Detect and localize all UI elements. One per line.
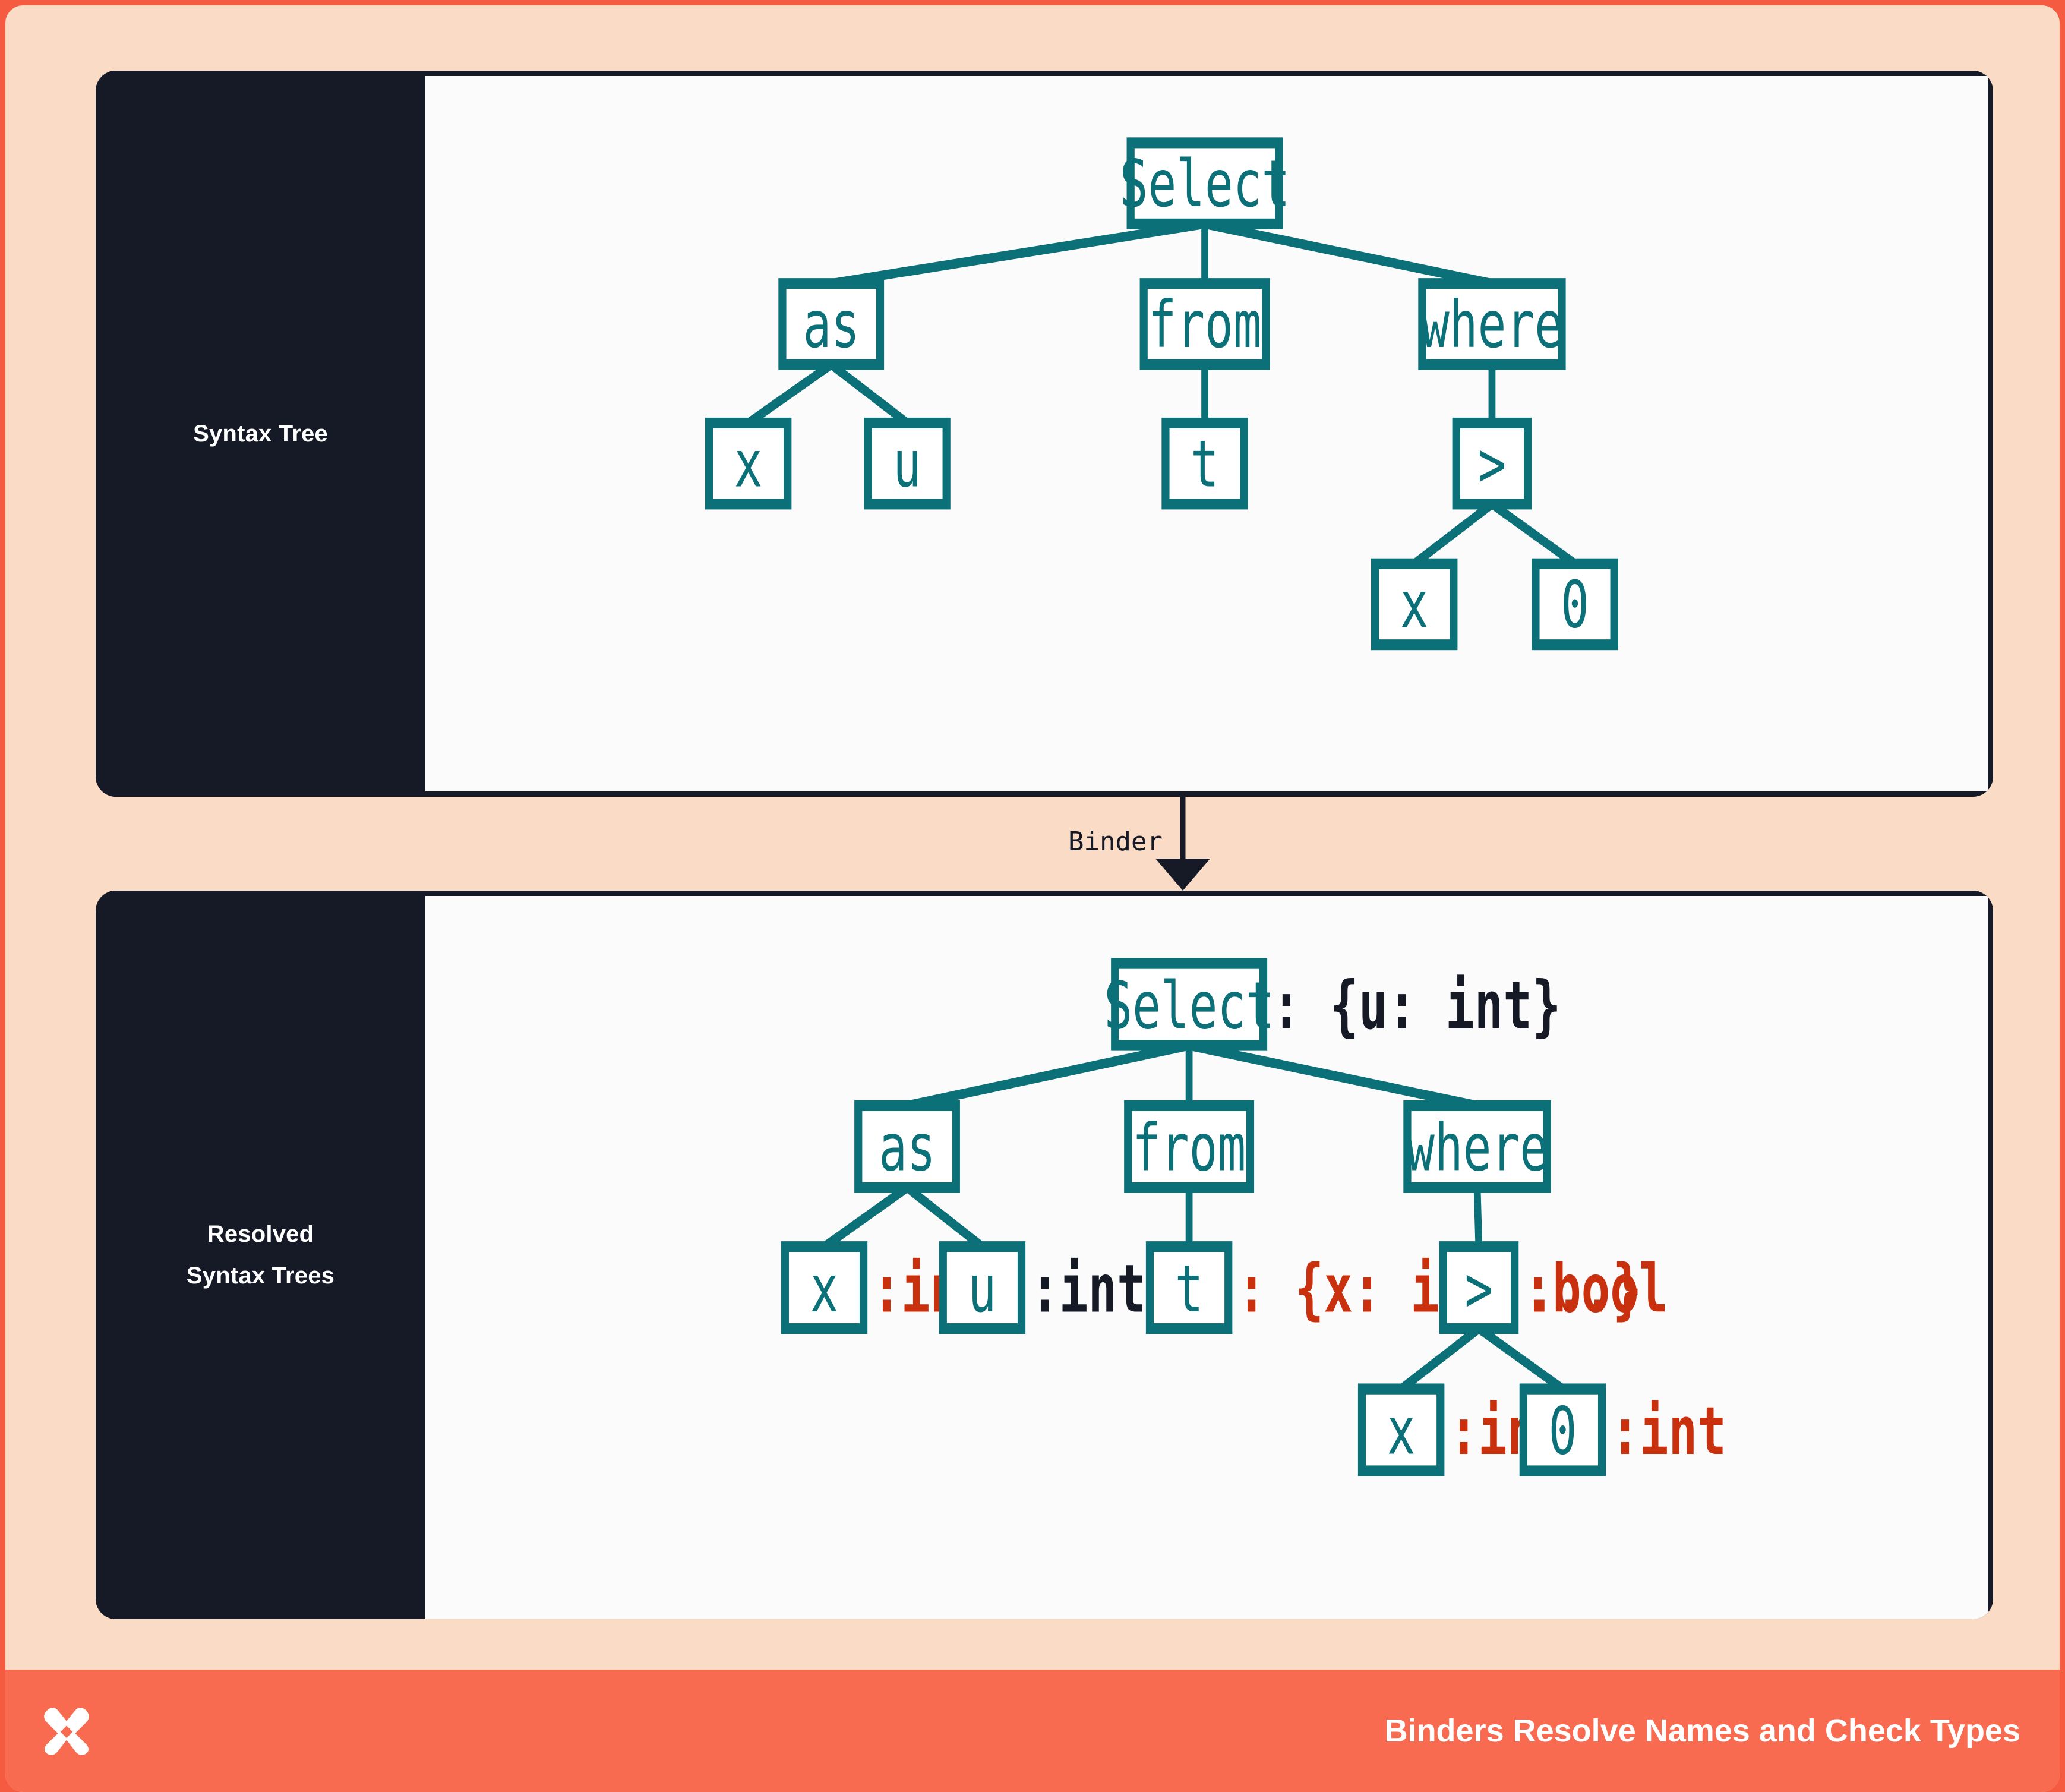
tree-node-label: x xyxy=(1400,568,1429,643)
tree-node-label: from xyxy=(1132,1110,1246,1186)
tree-node-label: where xyxy=(1406,1110,1548,1186)
footer-bar: Binders Resolve Names and Check Types xyxy=(5,1670,2060,1792)
tree-edge xyxy=(1473,1187,1483,1247)
tree-node-gt-0[interactable]: 0 xyxy=(1519,1383,1606,1476)
syntax-tree-graph: Select as from where x u t > x 0 xyxy=(705,137,1618,651)
panel-syntax-tree-label: Syntax Tree xyxy=(96,71,425,797)
page-surface: Syntax Tree Select as from where x u t > x 0 Bind… xyxy=(5,5,2060,1792)
tree-node-as-u[interactable]: u xyxy=(864,417,951,510)
tree-node-where[interactable]: where xyxy=(1418,278,1566,370)
binder-connector: Binder xyxy=(96,797,1993,891)
tree-node-type-annotation: :int xyxy=(1611,1393,1726,1469)
syntax-tree-title: Syntax Tree xyxy=(193,421,328,447)
tree-node-where[interactable]: where xyxy=(1403,1100,1551,1193)
tree-node-gt-x[interactable]: x xyxy=(1357,1383,1445,1476)
tree-edge xyxy=(907,1040,1190,1110)
syntax-tree-canvas: Select as from where x u t > x 0 xyxy=(425,76,1988,791)
tree-node-label: 0 xyxy=(1549,1393,1577,1469)
tree-edge xyxy=(746,360,833,428)
tree-node-select[interactable]: Select xyxy=(1104,958,1274,1051)
tree-node-as[interactable]: as xyxy=(778,278,885,370)
tree-edge xyxy=(1490,500,1577,568)
tree-node-label: where xyxy=(1421,288,1563,363)
tree-node-type-annotation: : {u: int} xyxy=(1272,967,1561,1044)
tree-edge xyxy=(822,1183,909,1251)
tree-edge xyxy=(1204,219,1493,289)
tree-node-label: 0 xyxy=(1561,568,1589,643)
tree-node-from-t[interactable]: t xyxy=(1161,417,1248,510)
tree-node-label: Select xyxy=(1104,967,1274,1043)
tree-edge xyxy=(831,219,1205,289)
panel-syntax-tree: Syntax Tree Select as from where x u t > x 0 xyxy=(96,71,1993,797)
tree-edge xyxy=(1188,1040,1478,1110)
tree-edge xyxy=(829,360,909,427)
tree-edge xyxy=(1477,1324,1565,1393)
tree-node-from-t[interactable]: t xyxy=(1145,1241,1233,1334)
tree-edge xyxy=(1399,1324,1481,1393)
tree-node-label: x xyxy=(810,1251,839,1327)
tree-node-label: u xyxy=(893,427,921,502)
tree-node-from[interactable]: from xyxy=(1124,1100,1255,1193)
footer-caption: Binders Resolve Names and Check Types xyxy=(1384,1713,2020,1749)
tree-node-gt-0[interactable]: 0 xyxy=(1532,558,1618,651)
tree-node-label: x xyxy=(734,427,763,502)
tree-node-from[interactable]: from xyxy=(1139,278,1270,370)
tree-node-select[interactable]: Select xyxy=(1120,137,1290,229)
tree-node-label: as xyxy=(803,288,860,363)
tree-edge xyxy=(1412,500,1494,568)
tree-node-label: Select xyxy=(1120,147,1290,222)
tree-node-type-annotation: :bool xyxy=(1523,1251,1668,1327)
tree-node-gt[interactable]: > xyxy=(1439,1241,1519,1334)
binder-label: Binder xyxy=(1068,826,1163,857)
tree-node-as-u[interactable]: u xyxy=(939,1241,1026,1334)
tree-node-gt[interactable]: > xyxy=(1452,417,1532,510)
x-mark-logo-icon xyxy=(44,1708,89,1755)
tree-node-label: from xyxy=(1148,288,1262,363)
tree-edge xyxy=(905,1183,984,1251)
tree-node-label: > xyxy=(1465,1251,1494,1327)
binder-arrow-icon xyxy=(1155,797,1210,891)
tree-node-as-x[interactable]: x xyxy=(781,1241,868,1334)
tree-node-gt-x[interactable]: x xyxy=(1371,558,1458,651)
tree-node-as[interactable]: as xyxy=(854,1100,960,1193)
tree-node-label: t xyxy=(1175,1251,1204,1327)
tree-node-label: as xyxy=(879,1110,936,1186)
tree-node-type-annotation: :int xyxy=(1030,1251,1146,1327)
tree-node-label: x xyxy=(1387,1393,1416,1469)
tree-node-as-x[interactable]: x xyxy=(705,417,792,510)
tree-node-label: > xyxy=(1478,427,1507,502)
tree-node-label: u xyxy=(968,1251,997,1327)
tree-node-label: t xyxy=(1191,427,1219,502)
